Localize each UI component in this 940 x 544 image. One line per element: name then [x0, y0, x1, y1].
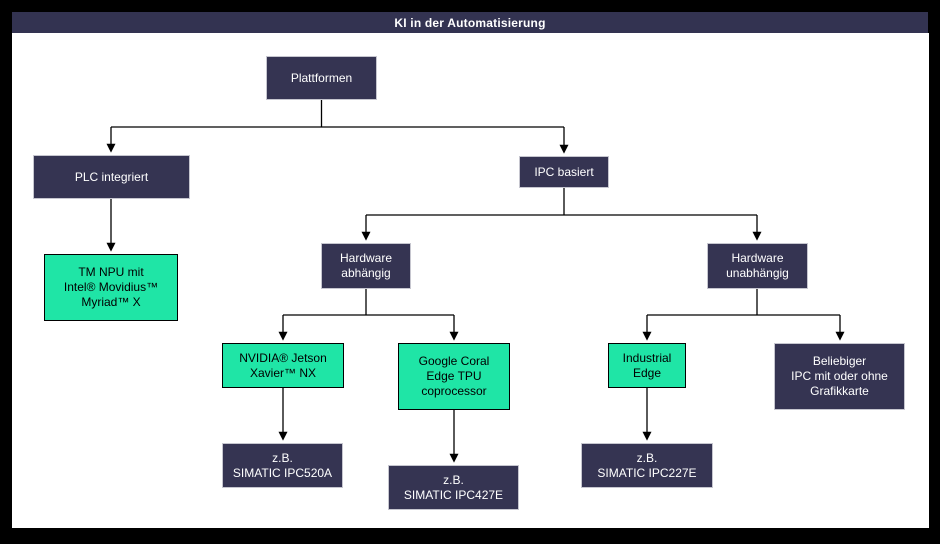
title-bar: KI in der Automatisierung: [12, 12, 928, 33]
node-ipc-basiert: IPC basiert: [519, 156, 609, 188]
node-simatic-ipc427e: z.B. SIMATIC IPC427E: [388, 465, 519, 510]
node-tm-npu: TM NPU mit Intel® Movidius™ Myriad™ X: [44, 254, 178, 321]
node-plc-integriert: PLC integriert: [33, 155, 190, 199]
node-hardware-abhaengig: Hardware abhängig: [321, 243, 411, 289]
node-simatic-ipc227e: z.B. SIMATIC IPC227E: [581, 443, 713, 488]
node-google-coral: Google Coral Edge TPU coprocessor: [398, 343, 510, 410]
node-beliebiger-ipc: Beliebiger IPC mit oder ohne Grafikkarte: [774, 343, 905, 410]
node-industrial-edge: Industrial Edge: [608, 343, 686, 388]
node-plattformen: Plattformen: [266, 56, 377, 100]
node-simatic-ipc520a: z.B. SIMATIC IPC520A: [222, 443, 343, 488]
node-hardware-unabhaengig: Hardware unabhängig: [707, 243, 808, 289]
node-nvidia-jetson: NVIDIA® Jetson Xavier™ NX: [222, 343, 344, 388]
diagram-title: KI in der Automatisierung: [394, 15, 546, 30]
